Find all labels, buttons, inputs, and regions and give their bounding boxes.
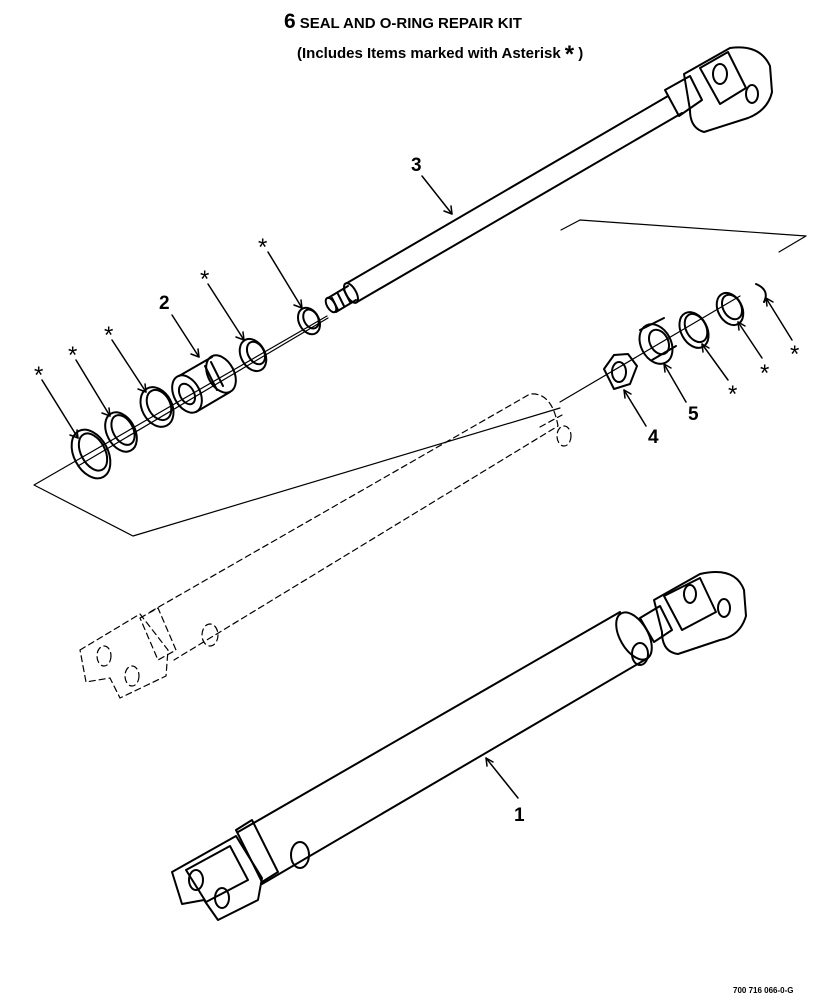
seal-ring-3 <box>139 386 175 428</box>
asterisk-seal-ring-1: * <box>34 362 44 389</box>
assembly-centreline <box>77 295 741 467</box>
assembly-frame <box>33 219 807 537</box>
callout-4: 4 <box>648 427 659 448</box>
seal-ring-4 <box>238 337 268 373</box>
nut-part-4 <box>603 353 638 390</box>
asterisk-snap-ring: * <box>790 341 800 368</box>
asterisk-seal-ring-7: * <box>760 360 770 387</box>
kit-note-suffix: ) <box>578 45 584 62</box>
kit-note-prefix: (Includes Items marked with Asterisk <box>297 45 561 62</box>
drawing-code: 700 716 066-0-G <box>733 986 794 995</box>
seal-ring-5 <box>296 306 322 336</box>
phantom-barrel <box>79 393 572 699</box>
kit-number: 6 <box>284 10 296 33</box>
asterisk-seal-ring-2: * <box>68 342 78 369</box>
leader-lines <box>41 175 793 799</box>
callout-1: 1 <box>514 805 525 826</box>
seal-ring-7 <box>715 291 745 327</box>
callout-3: 3 <box>411 155 422 176</box>
callout-2: 2 <box>159 293 170 314</box>
piston-part-2 <box>171 354 237 414</box>
kit-title: SEAL AND O-RING REPAIR KIT <box>299 15 522 32</box>
asterisk-seal-ring-6: * <box>728 381 738 408</box>
callout-5: 5 <box>688 404 699 425</box>
seal-ring-1 <box>70 428 112 480</box>
seal-ring-2 <box>104 411 138 453</box>
piston-rod <box>324 46 773 314</box>
kit-note-line: (Includes Items marked with Asterisk* ) <box>297 37 584 68</box>
asterisk-seal-ring-4: * <box>200 266 210 293</box>
asterisk-seal-ring-3: * <box>104 322 114 349</box>
cylinder-assembly <box>171 571 747 921</box>
asterisk-seal-ring-5: * <box>258 234 268 261</box>
kit-note-asterisk: * <box>564 41 575 68</box>
wiper-part-5 <box>638 317 677 365</box>
snap-ring <box>755 283 767 303</box>
